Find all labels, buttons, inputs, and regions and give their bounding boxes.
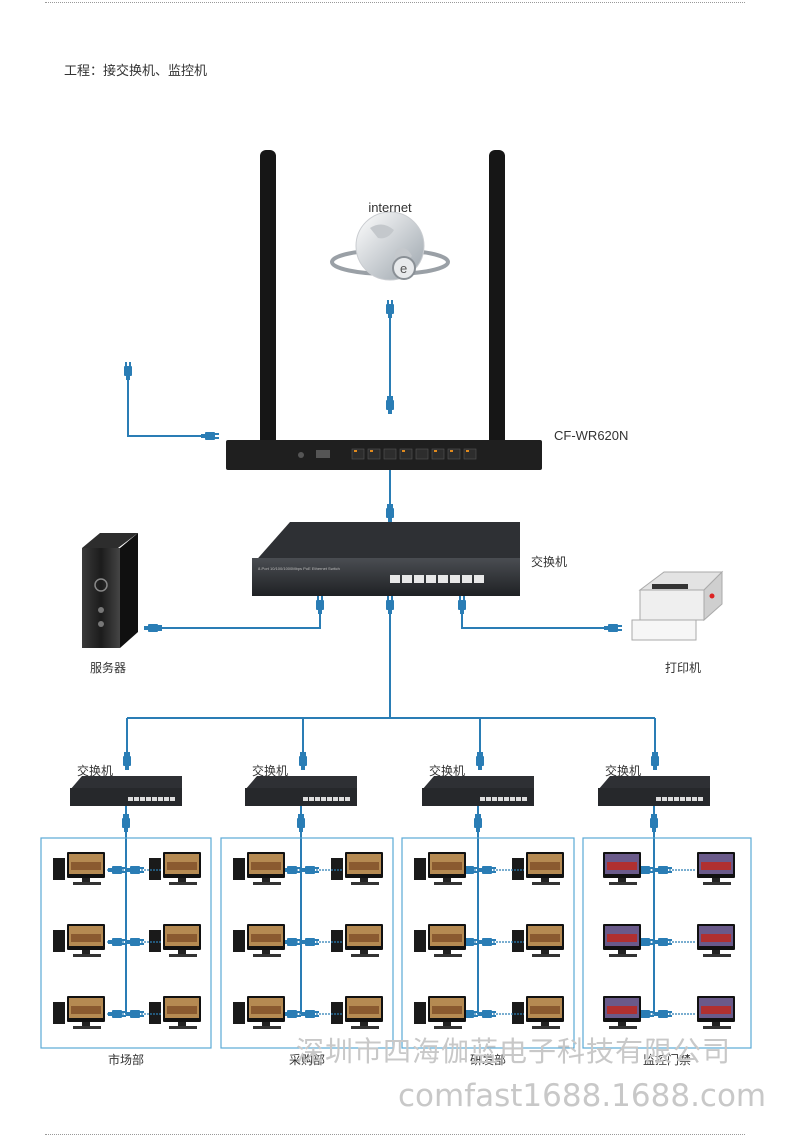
workstation-icon	[233, 924, 285, 957]
department-label: 研发部	[470, 1052, 506, 1067]
router-antenna-right	[489, 150, 505, 460]
workstation-icon	[414, 996, 466, 1029]
monitor-station-icon	[603, 852, 641, 885]
monitor-station-icon	[697, 852, 735, 885]
rj45-connector-icon	[651, 752, 659, 770]
department-label: 采购部	[289, 1052, 325, 1067]
sub-switch-icon	[598, 776, 710, 806]
sub-switch-label: 交换机	[605, 763, 641, 778]
department-box	[582, 837, 752, 1049]
sub-switch-label: 交换机	[77, 763, 113, 778]
printer-icon	[631, 570, 724, 641]
monitor-station-icon	[697, 924, 735, 957]
rj45-connector-icon	[386, 504, 394, 522]
department-box	[40, 837, 212, 1049]
internet-label: internet	[368, 200, 412, 215]
cable-network	[126, 305, 656, 762]
main-switch-icon	[252, 522, 520, 596]
monitor-station-icon	[603, 924, 641, 957]
rj45-connector-icon	[201, 432, 219, 440]
workstation-icon	[331, 924, 383, 957]
rj45-connector-icon	[124, 362, 132, 380]
department-box	[220, 837, 394, 1049]
watermark-company: 深圳市四海伽蓝电子科技有限公司	[296, 1035, 732, 1068]
server-icon	[82, 533, 138, 648]
sub-switch-label: 交换机	[429, 763, 465, 778]
workstation-icon	[149, 852, 201, 885]
workstation-icon	[53, 996, 105, 1029]
rj45-connector-icon	[386, 300, 394, 318]
sub-switch-label: 交换机	[252, 763, 288, 778]
sub-switch-icon	[245, 776, 357, 806]
rj45-connector-icon	[299, 752, 307, 770]
internet-globe-icon: e	[330, 211, 450, 281]
workstation-icon	[512, 996, 564, 1029]
rj45-connector-icon	[476, 752, 484, 770]
monitor-station-icon	[697, 996, 735, 1029]
rj45-connector-icon	[458, 596, 466, 614]
server-label: 服务器	[90, 660, 126, 675]
top-divider	[45, 2, 745, 3]
bottom-divider	[45, 1134, 745, 1135]
rj45-connector-icon	[386, 596, 394, 614]
router-model-label: CF-WR620N	[554, 428, 628, 443]
rj45-connector-icon	[316, 596, 324, 614]
workstation-icon	[414, 852, 466, 885]
main-switch-label: 交换机	[531, 554, 567, 569]
rj45-connector-icon	[144, 624, 162, 632]
workstation-icon	[512, 852, 564, 885]
workstation-icon	[233, 852, 285, 885]
svg-text:e: e	[400, 261, 407, 276]
monitor-station-icon	[603, 996, 641, 1029]
department-label: 市场部	[108, 1052, 144, 1067]
printer-label: 打印机	[665, 661, 701, 675]
workstation-icon	[512, 924, 564, 957]
workstation-icon	[53, 924, 105, 957]
workstation-icon	[233, 996, 285, 1029]
workstation-icon	[331, 996, 383, 1029]
workstation-icon	[149, 996, 201, 1029]
rj45-connector-icon	[604, 624, 622, 632]
router-icon	[226, 440, 542, 470]
department-box	[401, 837, 575, 1049]
sub-switch-icon	[70, 776, 182, 806]
router-antenna-left	[260, 150, 276, 460]
watermark-site: comfast1688.1688.com	[398, 1078, 767, 1114]
rj45-connector-icon	[386, 396, 394, 414]
page-title: 工程：接交换机、监控机	[64, 64, 208, 79]
sub-switch-icon	[422, 776, 534, 806]
workstation-icon	[414, 924, 466, 957]
department-label: 监控门禁	[643, 1052, 691, 1067]
workstation-icon	[53, 852, 105, 885]
rj45-connector-icon	[123, 752, 131, 770]
main-switch-front-text: 8-Port 10/100/1000Mbps PoE Ethernet Swit…	[258, 566, 340, 571]
workstation-icon	[149, 924, 201, 957]
workstation-icon	[331, 852, 383, 885]
